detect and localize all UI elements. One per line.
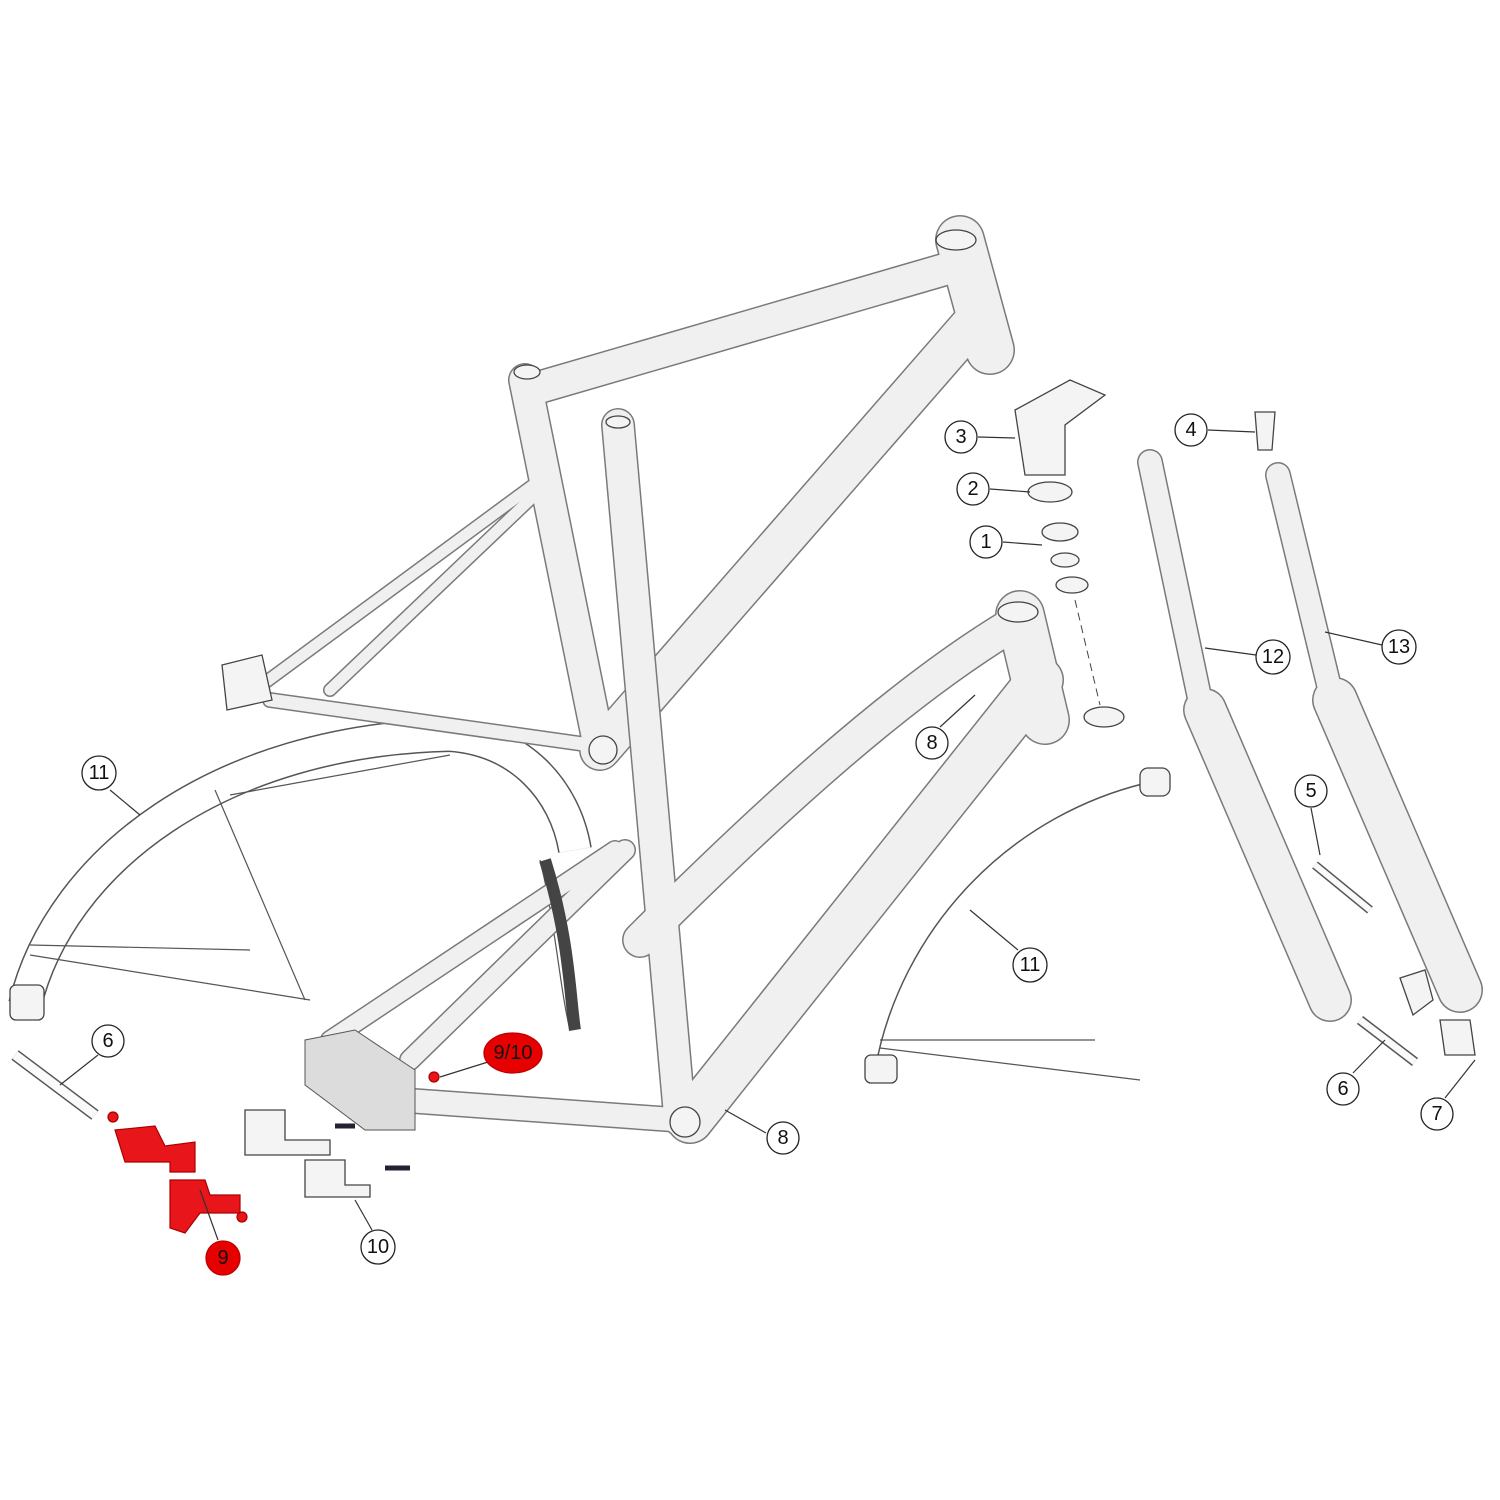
leader-lines — [59, 429, 1476, 1241]
fork-12 — [1137, 449, 1352, 1022]
headset-parts — [1014, 379, 1276, 728]
callout-9: 9 — [205, 1240, 241, 1276]
callout-9-10: 9/10 — [483, 1032, 543, 1074]
callout-8-lower: 8 — [766, 1121, 800, 1155]
svg-text:6: 6 — [102, 1030, 113, 1052]
svg-text:4: 4 — [1185, 419, 1196, 441]
fork-13 — [1265, 462, 1483, 1013]
callout-4: 4 — [1174, 413, 1208, 447]
callout-7: 7 — [1420, 1097, 1454, 1131]
svg-text:12: 12 — [1262, 646, 1284, 668]
callout-11-rear: 11 — [81, 755, 117, 791]
svg-text:10: 10 — [367, 1236, 389, 1258]
svg-text:7: 7 — [1431, 1103, 1442, 1125]
svg-text:2: 2 — [967, 478, 978, 500]
callout-10: 10 — [360, 1229, 396, 1265]
svg-text:9/10: 9/10 — [494, 1042, 533, 1064]
svg-text:8: 8 — [926, 732, 937, 754]
callout-6-front: 6 — [1326, 1072, 1360, 1106]
callout-2: 2 — [956, 472, 990, 506]
dropout-parts-highlighted — [107, 1071, 440, 1234]
frame-upper — [221, 215, 1015, 771]
svg-text:1: 1 — [980, 531, 991, 553]
svg-text:11: 11 — [89, 762, 110, 784]
frame-lower — [304, 408, 1070, 1144]
callout-11-front: 11 — [1012, 947, 1048, 983]
svg-text:9: 9 — [217, 1247, 228, 1269]
svg-text:3: 3 — [955, 426, 966, 448]
svg-text:11: 11 — [1020, 954, 1041, 976]
callout-13: 13 — [1381, 629, 1417, 665]
callout-3: 3 — [944, 420, 978, 454]
svg-text:5: 5 — [1305, 780, 1316, 802]
svg-text:6: 6 — [1337, 1078, 1348, 1100]
callout-6-rear: 6 — [91, 1024, 125, 1058]
callout-8-upper: 8 — [915, 726, 949, 760]
front-fender — [864, 767, 1171, 1084]
callout-5: 5 — [1294, 774, 1328, 808]
callout-12: 12 — [1255, 639, 1291, 675]
rear-fender — [8, 717, 592, 1031]
axle-parts — [11, 861, 1476, 1198]
svg-text:13: 13 — [1388, 636, 1410, 658]
svg-text:8: 8 — [777, 1127, 788, 1149]
callout-1: 1 — [969, 525, 1003, 559]
